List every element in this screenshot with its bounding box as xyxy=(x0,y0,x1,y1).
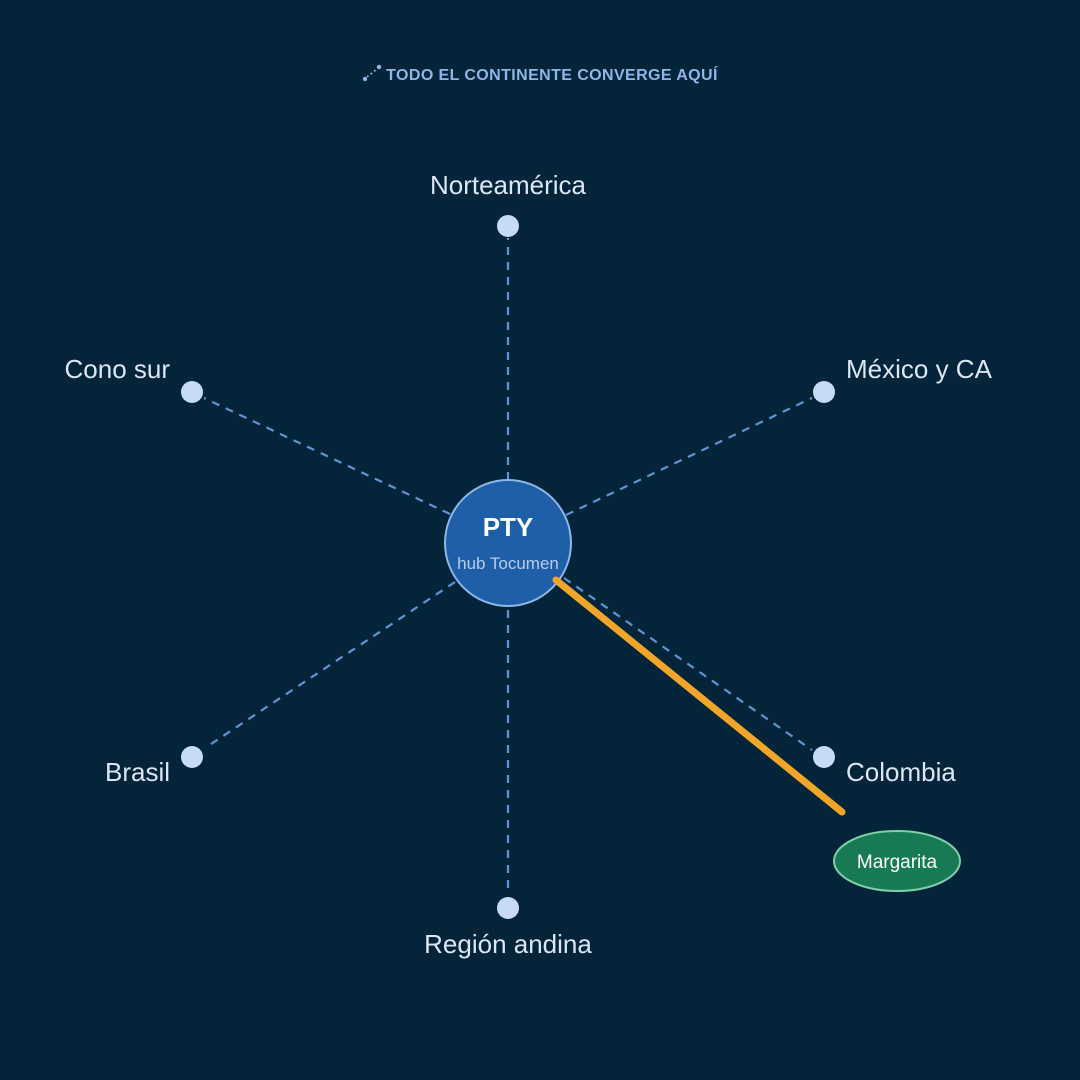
node-dot-andina[interactable] xyxy=(497,897,519,919)
hub-circle[interactable] xyxy=(444,479,572,607)
spoke-mexico xyxy=(565,397,813,516)
label-conosur: Cono sur xyxy=(65,354,171,384)
header: TODO EL CONTINENTE CONVERGE AQUÍ xyxy=(0,64,1080,85)
label-brasil: Brasil xyxy=(105,757,170,787)
node-dot-conosur[interactable] xyxy=(181,381,203,403)
label-norteamerica: Norteamérica xyxy=(430,170,587,200)
node-dot-brasil[interactable] xyxy=(181,746,203,768)
label-mexico: México y CA xyxy=(846,354,993,384)
header-text: TODO EL CONTINENTE CONVERGE AQUÍ xyxy=(386,67,718,84)
spoke-colombia xyxy=(563,577,813,751)
node-dot-norteamerica[interactable] xyxy=(497,215,519,237)
hub-code: PTY xyxy=(483,512,534,542)
hub-node[interactable]: PTY hub Tocumen xyxy=(444,479,572,607)
label-colombia: Colombia xyxy=(846,757,956,787)
node-dot-mexico[interactable] xyxy=(813,381,835,403)
highlight-route-line xyxy=(552,576,846,816)
route-icon xyxy=(362,64,382,82)
spoke-conosur xyxy=(203,397,451,515)
hub-subtitle: hub Tocumen xyxy=(457,554,559,573)
spoke-brasil xyxy=(204,581,456,749)
badge-ellipse[interactable] xyxy=(833,830,961,892)
badge-label: Margarita xyxy=(857,852,938,873)
highlight-route-badge[interactable]: Margarita xyxy=(833,830,961,892)
label-andina: Región andina xyxy=(424,929,592,959)
node-dot-colombia[interactable] xyxy=(813,746,835,768)
